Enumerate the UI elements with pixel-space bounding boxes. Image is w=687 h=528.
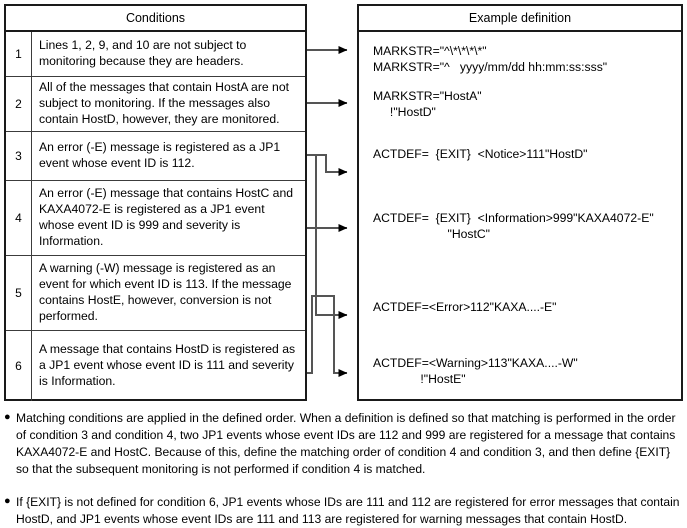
condition-text: A warning (-W) message is registered as …	[39, 261, 292, 323]
condition-number: 4	[6, 181, 32, 255]
conditions-table: Conditions 1 Lines 1, 2, 9, and 10 are n…	[4, 4, 307, 401]
notes-section: ● Matching conditions are applied in the…	[0, 406, 687, 528]
condition-number: 3	[6, 132, 32, 180]
condition-text: An error (-E) message is registered as a…	[39, 140, 281, 170]
bullet-icon: ●	[4, 494, 11, 507]
connector-row6	[307, 295, 348, 377]
condition-number: 2	[6, 77, 32, 131]
note-text: Matching conditions are applied in the d…	[16, 411, 676, 476]
bullet-icon: ●	[4, 411, 11, 423]
condition-number: 5	[6, 256, 32, 330]
condition-number: 1	[6, 32, 32, 76]
definition-entry-2: MARKSTR="HostA" !"HostD"	[373, 89, 482, 120]
table-row: 5 A warning (-W) message is registered a…	[6, 256, 305, 331]
table-row: 3 An error (-E) message is registered as…	[6, 132, 305, 181]
condition-number: 6	[6, 331, 32, 401]
note-item: ● Matching conditions are applied in the…	[4, 410, 681, 478]
definition-entry-3: ACTDEF= {EXIT} <Notice>111"HostD"	[373, 147, 588, 161]
condition-text: A message that contains HostD is registe…	[39, 342, 296, 388]
example-definition-panel: Example definition MARKSTR="^\*\*\*\*" M…	[357, 4, 683, 401]
definition-entry-4: ACTDEF= {EXIT} <Information>999"KAXA4072…	[373, 211, 654, 242]
definition-entry-6: ACTDEF=<Warning>113"KAXA....-W" !"HostE"	[373, 356, 578, 387]
note-item: ● If {EXIT} is not defined for condition…	[4, 494, 681, 528]
condition-text: Lines 1, 2, 9, and 10 are not subject to…	[39, 38, 247, 68]
definition-list: MARKSTR="^\*\*\*\*" MARKSTR="^ yyyy/mm/d…	[359, 32, 681, 399]
table-row: 4 An error (-E) message that contains Ho…	[6, 181, 305, 256]
table-row: 2 All of the messages that contain HostA…	[6, 77, 305, 132]
conditions-column-header: Conditions	[6, 6, 305, 32]
table-row: 6 A message that contains HostD is regis…	[6, 331, 305, 401]
connector-row3	[307, 154, 348, 176]
table-row: 1 Lines 1, 2, 9, and 10 are not subject …	[6, 32, 305, 77]
condition-text: All of the messages that contain HostA a…	[39, 80, 289, 126]
definition-entry-5: ACTDEF=<Error>112"KAXA....-E"	[373, 300, 557, 314]
definition-entry-1: MARKSTR="^\*\*\*\*" MARKSTR="^ yyyy/mm/d…	[373, 44, 608, 75]
connector-row5	[307, 154, 348, 319]
note-text: If {EXIT} is not defined for condition 6…	[16, 494, 680, 526]
definition-column-header: Example definition	[359, 6, 681, 32]
condition-text: An error (-E) message that contains Host…	[39, 186, 294, 248]
condition-definition-diagram: Conditions 1 Lines 1, 2, 9, and 10 are n…	[4, 4, 683, 401]
